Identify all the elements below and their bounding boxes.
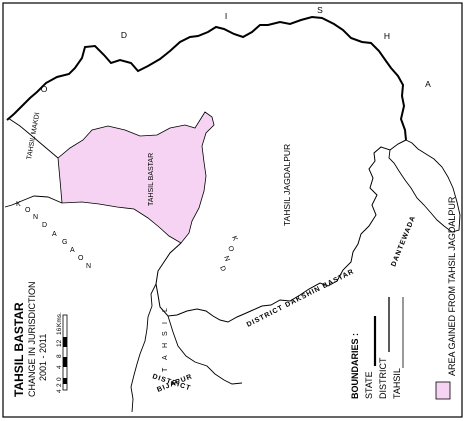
tahsil-letter: S: [162, 331, 169, 336]
legend: BOUNDARIES : STATE DISTRICT TAHSIL AREA …: [350, 196, 457, 400]
odisha-letter-s: S: [317, 5, 323, 15]
kondagaon-letter: K: [16, 201, 21, 208]
tahsil-letter: L: [162, 308, 169, 312]
map-subtitle-line2: 2001 - 2011: [38, 334, 48, 381]
legend-area-swatch: [435, 381, 451, 400]
kondagaon-letter: N: [86, 263, 91, 270]
district-boundary-dakshin-bastar: [388, 139, 461, 233]
odisha-letter-d: D: [121, 30, 127, 40]
tahsil-letter: I: [162, 322, 169, 324]
kondagaon-south-letter: K: [230, 235, 238, 242]
kondagaon-south-letter: N: [222, 255, 230, 262]
tahsil-letter: H: [162, 343, 169, 348]
kondagaon-letter: A: [52, 231, 57, 238]
area-gained-region: [57, 111, 215, 244]
map-title: TAHSIL BASTAR: [12, 302, 26, 397]
tahsil-letter: A: [162, 355, 169, 360]
kondagaon-letter: G: [62, 239, 67, 246]
odisha-letter-a: A: [425, 79, 431, 89]
tahsil-bastar-region-label: TAHSIL BASTAR: [148, 153, 155, 206]
kondagaon-south-letter: D: [218, 265, 226, 272]
tahsil-makdi-label: TAHSIL MAKDI: [26, 112, 41, 160]
tahsil-jagdalpur-region-label: TAHSIL JAGDALPUR: [282, 144, 292, 226]
legend-item-district-label: DISTRICT: [378, 357, 388, 399]
scale-tick-label: 0: [56, 377, 63, 381]
kondagaon-south-letter: O: [226, 245, 235, 253]
map-frame: [2, 2, 463, 418]
kondagaon-letter: N: [33, 214, 38, 221]
odisha-letter-o: O: [41, 84, 48, 94]
tahsil-letter: T: [162, 367, 169, 372]
tahsil-jagdalpur-boundary: [155, 139, 407, 323]
map-subtitle-line1: CHANGE IN JURISDICTION: [27, 281, 37, 397]
odisha-letter-i: I: [225, 11, 227, 21]
scale-tick-label: 2: [56, 383, 63, 387]
kondagaon-letter: D: [42, 222, 47, 229]
tahsil-bastar-boundary: [4, 117, 63, 208]
scale-tick-label: 4: [56, 365, 63, 369]
odisha-letter-h: H: [384, 31, 390, 41]
district-dakshin-bastar-label: DISTRICT DAKSHIN BASTAR: [246, 268, 356, 329]
state-boundary-odisha: [6, 15, 407, 141]
legend-item-tahsil-label: TAHSIL: [392, 368, 402, 399]
legend-heading: BOUNDARIES :: [350, 333, 360, 399]
scale-unit-label: Kms.: [56, 312, 63, 327]
scale-tick-label: 16: [56, 327, 63, 335]
kondagaon-letter: O: [78, 255, 84, 262]
kondagaon-letter: O: [25, 207, 31, 214]
legend-area-label: AREA GAINED FROM TAHSIL JAGDALPUR: [447, 196, 457, 376]
dantewada-label: DANTEWADA: [390, 215, 417, 268]
scale-bar: 4 2 0 4 8 12 16 Kms.: [56, 312, 68, 393]
scale-tick-label: 8: [56, 354, 63, 358]
legend-item-state-label: STATE: [364, 371, 374, 399]
scale-tick-label: 12: [56, 339, 63, 347]
district-boundary-bijapur: [130, 283, 243, 413]
kondagaon-letter: A: [70, 247, 75, 254]
scale-tick-label: 4: [56, 389, 63, 393]
